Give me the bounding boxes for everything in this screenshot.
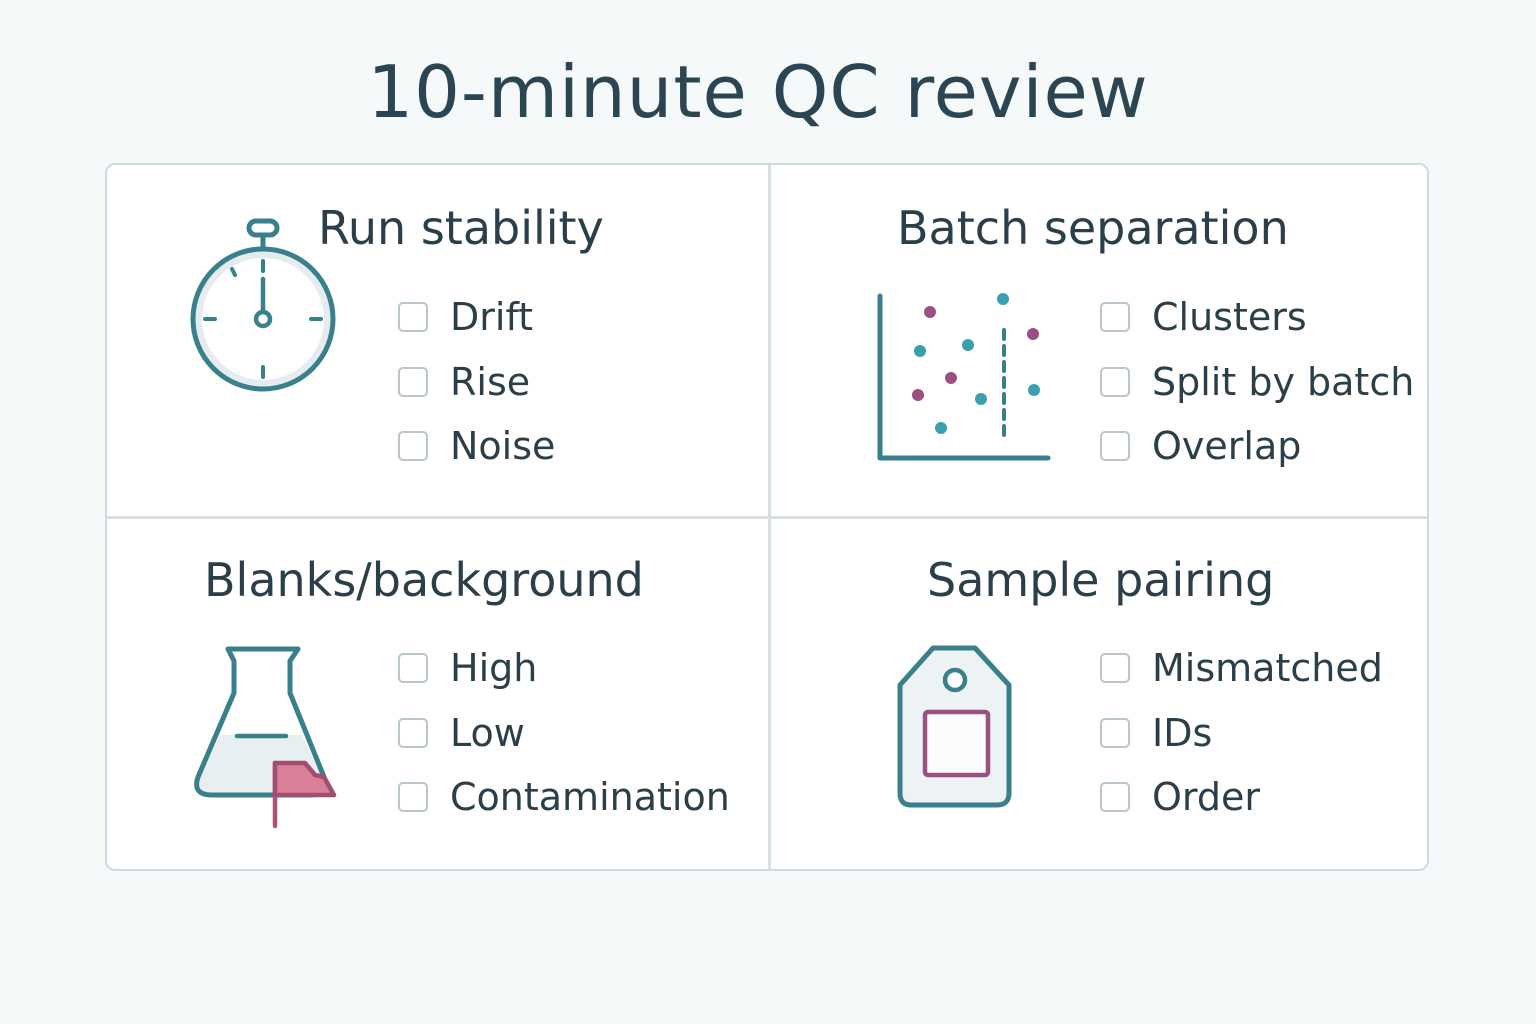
check-label: Contamination xyxy=(450,775,730,820)
check-item-high[interactable]: High xyxy=(398,636,730,701)
checkbox[interactable] xyxy=(398,782,428,813)
tag-icon xyxy=(897,645,1012,808)
checkbox[interactable] xyxy=(1100,431,1130,462)
checkbox[interactable] xyxy=(398,366,428,397)
check-item-mismatched[interactable]: Mismatched xyxy=(1100,636,1383,701)
check-label: Rise xyxy=(450,359,531,404)
horizontal-divider xyxy=(107,516,1427,519)
check-label: Split by batch xyxy=(1152,359,1415,404)
checklist: High Low Contamination xyxy=(398,636,730,830)
check-item-split-by-batch[interactable]: Split by batch xyxy=(1100,350,1414,415)
check-item-noise[interactable]: Noise xyxy=(398,414,555,479)
check-label: Noise xyxy=(450,424,556,469)
check-label: Overlap xyxy=(1152,424,1302,469)
section-title: Blanks/background xyxy=(204,553,644,607)
check-label: IDs xyxy=(1152,710,1213,755)
section-title: Batch separation xyxy=(897,201,1289,255)
checkbox[interactable] xyxy=(1100,302,1130,333)
stopwatch-icon xyxy=(190,218,336,392)
checkbox[interactable] xyxy=(1100,717,1130,748)
check-item-ids[interactable]: IDs xyxy=(1100,701,1383,766)
check-label: Clusters xyxy=(1152,295,1307,340)
checkbox[interactable] xyxy=(398,431,428,462)
checkbox[interactable] xyxy=(1100,366,1130,397)
section-title: Run stability xyxy=(318,201,604,255)
check-label: Low xyxy=(450,710,525,755)
check-item-drift[interactable]: Drift xyxy=(398,285,555,350)
section-title: Sample pairing xyxy=(927,553,1275,607)
page-title: 10-minute QC review xyxy=(367,50,1149,134)
checkbox[interactable] xyxy=(398,717,428,748)
check-label: Drift xyxy=(450,295,534,340)
checklist: Mismatched IDs Order xyxy=(1100,636,1383,830)
scatter-plot-icon xyxy=(877,293,1051,461)
check-item-order[interactable]: Order xyxy=(1100,765,1383,830)
check-item-clusters[interactable]: Clusters xyxy=(1100,285,1414,350)
check-label: Mismatched xyxy=(1152,646,1383,691)
check-label: High xyxy=(450,646,538,691)
checkbox[interactable] xyxy=(1100,653,1130,684)
checkbox[interactable] xyxy=(398,302,428,333)
check-item-rise[interactable]: Rise xyxy=(398,350,555,415)
checkbox[interactable] xyxy=(398,653,428,684)
checkbox[interactable] xyxy=(1100,782,1130,813)
checklist: Drift Rise Noise xyxy=(398,285,555,479)
checklist: Clusters Split by batch Overlap xyxy=(1100,285,1414,479)
qc-checklist-card: Run stability Drift Rise Noise Batch sep… xyxy=(105,163,1429,871)
check-item-low[interactable]: Low xyxy=(398,701,730,766)
check-item-contamination[interactable]: Contamination xyxy=(398,765,730,830)
check-label: Order xyxy=(1152,775,1260,820)
flask-flag-icon xyxy=(194,646,337,829)
check-item-overlap[interactable]: Overlap xyxy=(1100,414,1414,479)
